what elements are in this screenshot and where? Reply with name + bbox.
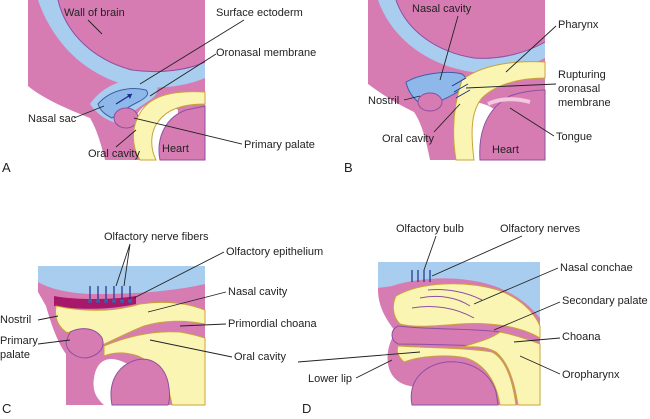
- leader-a-primary-palate: [133, 117, 243, 145]
- leader-c-nostril: [37, 315, 59, 321]
- panel-a-wall-of-brain: [38, 0, 205, 88]
- panel-b-tongue-inner: [487, 97, 531, 106]
- label-c-nasal-cavity: Nasal cavity: [228, 286, 288, 298]
- label-d-olfactory-nerves: Olfactory nerves: [500, 223, 581, 235]
- panel-a: Wall of brain Surface ectoderm Oronasal …: [2, 0, 316, 175]
- leader-d-choana: [513, 337, 561, 343]
- panel-d: Olfactory bulb Olfactory nerves Nasal co…: [297, 223, 648, 416]
- leader-a-oral-cavity: [115, 129, 137, 148]
- label-a-heart: Heart: [162, 143, 189, 155]
- panel-a-brain-outline: [57, 0, 206, 73]
- leader-c-nerve-fibers: [115, 243, 131, 287]
- panel-d-nasal-cavity: [392, 283, 541, 339]
- panel-c-wall-of-brain: [38, 266, 205, 294]
- leader-c-nasal-cavity: [147, 291, 227, 313]
- panel-c-receptor-dots: [88, 299, 132, 303]
- leader-b-tongue: [509, 107, 555, 137]
- label-c-primordial-choana: Primordial choana: [228, 318, 318, 330]
- panel-a-nasal-sac: [97, 88, 149, 119]
- leader-b-pharynx: [505, 25, 557, 73]
- label-b-rupturing-2: oronasal: [558, 83, 600, 95]
- label-c-primary-palate-1: Primary: [0, 335, 38, 347]
- panel-d-oral-cavity: [396, 345, 517, 406]
- panel-letter-b: B: [344, 160, 353, 175]
- panel-c-nerve-fibers: [89, 286, 131, 300]
- label-a-primary-palate: Primary palate: [244, 139, 315, 151]
- label-b-nasal-cavity: Nasal cavity: [412, 3, 472, 15]
- panel-a-arrowhead: [127, 94, 132, 99]
- label-c-olfactory-epithelium: Olfactory epithelium: [226, 246, 323, 258]
- label-d-olfactory-bulb: Olfactory bulb: [396, 223, 464, 235]
- panel-letter-a: A: [2, 160, 11, 175]
- leader-b-rupturing: [465, 83, 557, 89]
- label-b-pharynx: Pharynx: [558, 19, 599, 31]
- leader-c-oral-cavity: [149, 339, 233, 358]
- label-b-rupturing-3: membrane: [558, 97, 611, 109]
- label-d-nasal-conchae: Nasal conchae: [560, 262, 633, 274]
- label-b-tongue: Tongue: [556, 131, 592, 143]
- label-c-primary-palate-2: palate: [0, 349, 30, 361]
- label-b-nostril: Nostril: [368, 95, 399, 107]
- label-d-lower-lip: Lower lip: [308, 373, 352, 385]
- leader-d-olfactory-bulb: [423, 235, 437, 271]
- label-d-choana: Choana: [562, 331, 601, 343]
- label-a-wall-of-brain: Wall of brain: [64, 7, 125, 19]
- leader-b-nasal-cavity: [439, 15, 459, 81]
- panel-b-tongue: [479, 89, 546, 161]
- panel-c-olfactory-epithelium: [54, 296, 136, 309]
- leader-d-olfactory-nerves: [431, 235, 523, 277]
- panel-c: Olfactory nerve fibers Olfactory epithel…: [0, 231, 323, 416]
- panel-letter-d: D: [302, 401, 311, 416]
- leader-a-wall-of-brain: [87, 19, 103, 35]
- panel-b-brain-outline: [395, 0, 546, 59]
- label-c-olfactory-nerve-fibers: Olfactory nerve fibers: [104, 231, 209, 243]
- label-a-oronasal-membrane: Oronasal membrane: [216, 47, 316, 59]
- label-a-oral-cavity: Oral cavity: [88, 148, 140, 160]
- label-b-oral-cavity: Oral cavity: [382, 133, 434, 145]
- panel-letter-c: C: [2, 401, 11, 416]
- panel-d-oropharynx: [459, 331, 541, 406]
- panel-c-primary-palate-shape: [65, 328, 104, 359]
- label-a-nasal-sac: Nasal sac: [28, 113, 77, 125]
- label-a-surface-ectoderm: Surface ectoderm: [216, 7, 303, 19]
- leader-b-oral-cavity: [433, 103, 461, 133]
- panel-c-oral-cavity: [103, 331, 206, 406]
- leader-b-nostril: [403, 95, 421, 101]
- label-c-nostril: Nostril: [0, 314, 31, 326]
- leader-c-primordial-choana: [179, 323, 227, 327]
- panel-a-oral-epithelium: [133, 91, 206, 161]
- panel-b-pharynx: [453, 61, 546, 161]
- panel-d-conchae: [411, 289, 483, 319]
- leader-a-oronasal-membrane: [149, 53, 217, 97]
- panel-d-tongue-shape: [410, 361, 499, 406]
- leader-a-nasal-sac: [73, 105, 105, 119]
- panel-a-heart-shape: [158, 105, 206, 161]
- panel-b-wall-of-brain: [378, 0, 545, 73]
- label-d-oropharynx: Oropharynx: [562, 369, 620, 381]
- label-c-oral-cavity: Oral cavity: [234, 351, 286, 363]
- label-b-heart: Heart: [492, 144, 519, 156]
- leader-d-oral-cavity: [297, 351, 421, 363]
- leader-d-secondary-palate: [493, 301, 561, 331]
- panel-b-primary-palate-shape: [417, 92, 443, 112]
- leader-c-primary-palate: [37, 339, 71, 345]
- panel-d-olfactory-nerves: [411, 270, 431, 282]
- leader-d-oropharynx: [519, 355, 561, 375]
- leader-d-lower-lip: [355, 359, 393, 379]
- label-d-secondary-palate: Secondary palate: [562, 295, 648, 307]
- panel-b: Nasal cavity Pharynx Rupturing oronasal …: [344, 0, 611, 175]
- label-b-rupturing-1: Rupturing: [558, 69, 606, 81]
- leader-c-olfactory-epithelium: [133, 251, 225, 299]
- panel-b-membrane-fragments: [451, 77, 471, 99]
- leader-d-nasal-conchae: [473, 267, 559, 305]
- panel-c-tongue-shape: [110, 358, 170, 406]
- leader-a-surface-ectoderm: [139, 19, 245, 85]
